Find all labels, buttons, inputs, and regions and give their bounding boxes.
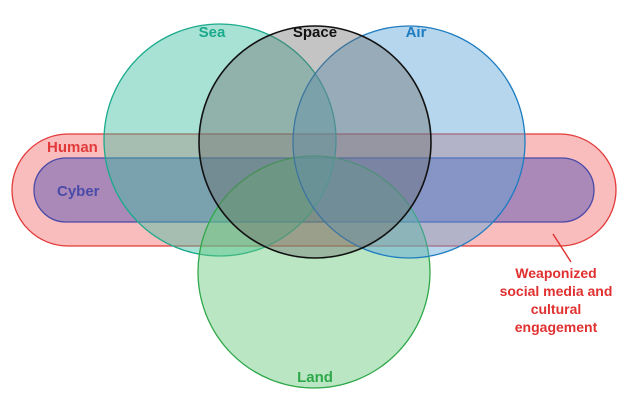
land-circle [197, 155, 431, 389]
cyber-label: Cyber [57, 183, 100, 200]
space-label: Space [293, 24, 337, 41]
annotation-line-1: Weaponized [515, 265, 596, 281]
land-label: Land [297, 369, 333, 386]
cyber-band [33, 157, 595, 223]
annotation-line-3: cultural [531, 301, 582, 317]
air-circle [292, 25, 526, 259]
sea-label: Sea [199, 24, 226, 41]
annotation-leader [552, 233, 572, 263]
annotation-line-2: social media and [500, 283, 613, 299]
annotation-line-4: engagement [515, 319, 598, 335]
human-label: Human [47, 139, 98, 156]
sea-circle [103, 23, 337, 257]
air-label: Air [406, 24, 427, 41]
space-circle [198, 25, 432, 259]
